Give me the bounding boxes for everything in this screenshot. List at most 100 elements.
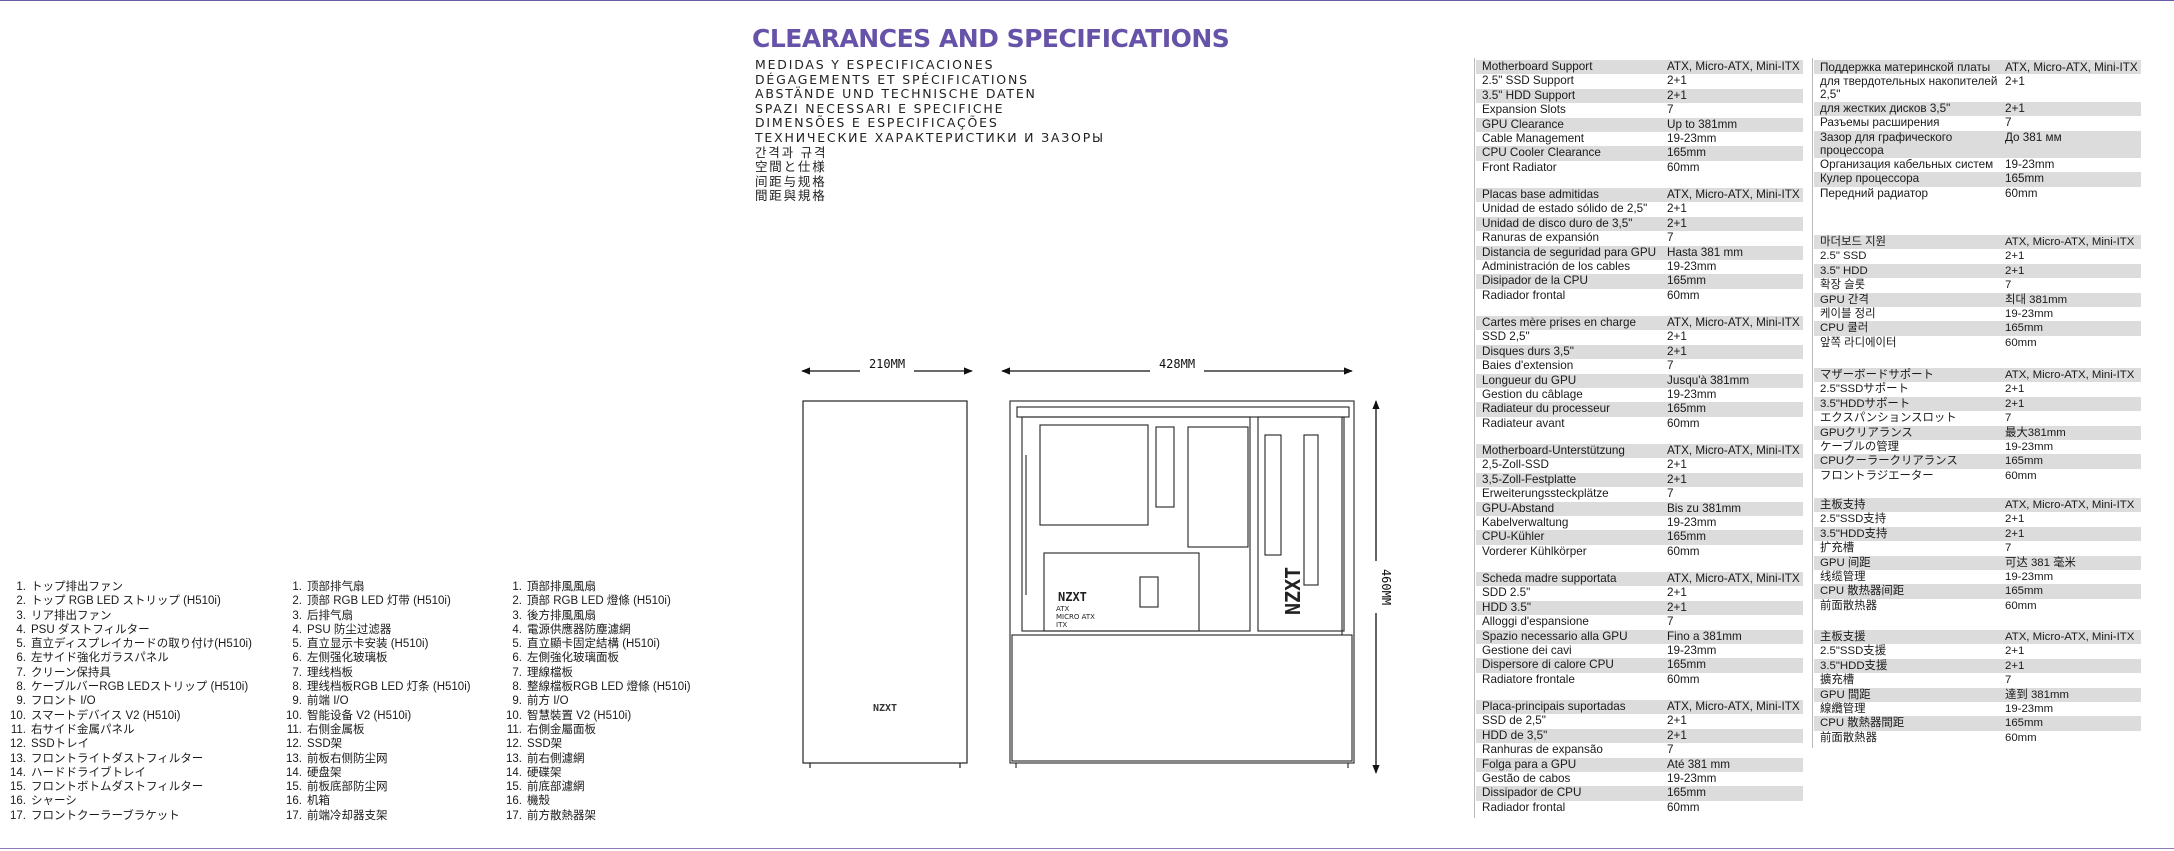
spec-label: Разъемы расширения	[1820, 116, 1940, 130]
spec-value: 2+1	[2005, 659, 2025, 672]
spec-value: 2+1	[2005, 75, 2025, 89]
parts-list-text: トップ RGB LED ストリップ (H510i)	[31, 595, 221, 608]
spec-label: Radiador frontal	[1482, 800, 1566, 814]
spec-label: Gestione dei cavi	[1482, 643, 1572, 657]
parts-list-item: 8.理线档板RGB LED 灯条 (H510i)	[276, 680, 470, 694]
subtitle-line: 間距與規格	[755, 188, 827, 204]
spec-label: Unidad de estado sólido de 2,5"	[1482, 202, 1648, 216]
parts-list-text: SSD架	[527, 738, 563, 751]
parts-list-text: 前板底部防尘网	[307, 781, 388, 794]
parts-list-item: 11.右サイド金属パネル	[0, 723, 252, 737]
spec-value: 7	[1667, 103, 1674, 117]
parts-list-number: 3.	[16, 609, 26, 622]
parts-list-item: 14.硬碟架	[496, 766, 691, 780]
spec-value: Até 381 mm	[1667, 757, 1731, 771]
parts-list-text: 前底部濾網	[527, 781, 585, 794]
spec-label: Vorderer Kühlkörper	[1482, 544, 1587, 558]
spec-value: Jusqu'à 381mm	[1667, 373, 1750, 387]
side-logo-text: NZXT	[1281, 567, 1305, 615]
parts-list-number: 6.	[512, 652, 522, 665]
parts-list-text: 前方散熱器架	[527, 809, 596, 822]
front-logo-text: NZXT	[873, 703, 897, 714]
spec-label: Radiador frontal	[1482, 288, 1566, 302]
case-front-view	[802, 400, 968, 768]
spec-value: 60mm	[2005, 599, 2037, 612]
spec-row: SSD de 2,5"2+1	[1476, 714, 1803, 728]
spec-value: ATX, Micro-ATX, Mini-ITX	[1667, 700, 1800, 713]
parts-list-number: 13.	[10, 752, 26, 765]
spec-label: Зазор для графического процессора	[1820, 131, 1953, 158]
parts-list-item: 13.前板右侧防尘网	[276, 752, 471, 766]
spec-label: Disipador de la CPU	[1482, 274, 1588, 288]
spec-value: 19-23mm	[1667, 259, 1717, 273]
spec-label: Поддержка материнской платы	[1820, 60, 1991, 74]
spec-value: 2+1	[2005, 513, 2025, 526]
parts-list-number: 12.	[10, 738, 26, 751]
parts-list-item: 1.頂部排風風扇	[496, 580, 691, 594]
parts-list-item: 15.フロントボトムダストフィルター	[0, 780, 252, 794]
spec-label: Motherboard-Unterstützung	[1482, 444, 1625, 457]
spec-row: 前面散热器 60mm	[1814, 599, 2141, 613]
parts-list-number: 5.	[512, 638, 522, 651]
parts-list-number: 16.	[286, 795, 302, 808]
parts-list-item: 2.トップ RGB LED ストリップ (H510i)	[0, 594, 252, 608]
parts-list-item: 3.リア排出ファン	[0, 609, 252, 623]
parts-list-item: 14.ハードドライブトレイ	[0, 766, 252, 780]
spec-row: GPUクリアランス最大381mm	[1814, 425, 2141, 440]
parts-list-number: 2.	[512, 595, 522, 608]
spec-value: ATX, Micro-ATX, Mini-ITX	[2005, 236, 2135, 248]
spec-label: Kabelverwaltung	[1482, 515, 1569, 529]
spec-label: Cartes mère prises en charge	[1482, 316, 1636, 329]
spec-label: Radiateur avant	[1482, 416, 1565, 430]
spec-value: 7	[2005, 674, 2012, 687]
subtitle-line: DIMENSÕES E ESPECIFICAÇÕES	[755, 115, 999, 131]
spec-value: 2+1	[1667, 330, 1687, 344]
spec-row: для жестких дисков 3,5"2+1	[1814, 101, 2141, 117]
spec-label: 2.5" SSD Support	[1482, 74, 1574, 88]
spec-label: 3.5"HDD支持	[1820, 527, 1888, 540]
parts-list-item: 3.後方排風風扇	[496, 609, 691, 623]
parts-list-item: 5.直立显示卡安装 (H510i)	[276, 637, 471, 651]
spec-value: 2+1	[1667, 344, 1687, 358]
parts-list-text: 左サイド強化ガラスパネル	[31, 652, 169, 665]
spec-value: 60mm	[2005, 731, 2037, 744]
parts-list-item: 1.トップ排出ファン	[0, 580, 252, 594]
parts-list-text: フロントライトダストフィルター	[31, 752, 204, 765]
spec-label: 前面散热器	[1820, 599, 1877, 612]
spec-row: GPU 間距達到 381mm	[1814, 687, 2141, 702]
spec-label: 3.5"HDDサポート	[1820, 397, 1911, 410]
parts-list-text: 頂部 RGB LED 燈條 (H510i)	[527, 595, 671, 608]
spec-value: 165mm	[1667, 530, 1706, 544]
parts-list-number: 10.	[286, 709, 302, 722]
parts-list-item: 2. 頂部 RGB LED 燈條 (H510i)	[496, 594, 691, 608]
parts-list-item: 17.前端冷却器支架	[276, 809, 471, 823]
spec-label: SSD de 2,5"	[1482, 714, 1546, 728]
spec-value: 2+1	[2005, 645, 2025, 658]
subtitle-line: MEDIDAS Y ESPECIFICACIONES	[755, 57, 995, 72]
parts-list-number: 3.	[292, 609, 302, 622]
spec-label: CPU 쿨러	[1820, 322, 1869, 335]
spec-value: 2+1	[2005, 264, 2025, 277]
subtitle-line: 间距与规格	[755, 173, 827, 189]
parts-list-item: 8.ケーブルバーRGB LEDストリップ (H510i)	[0, 680, 252, 694]
parts-list-text: 右側金屬面板	[527, 723, 596, 736]
